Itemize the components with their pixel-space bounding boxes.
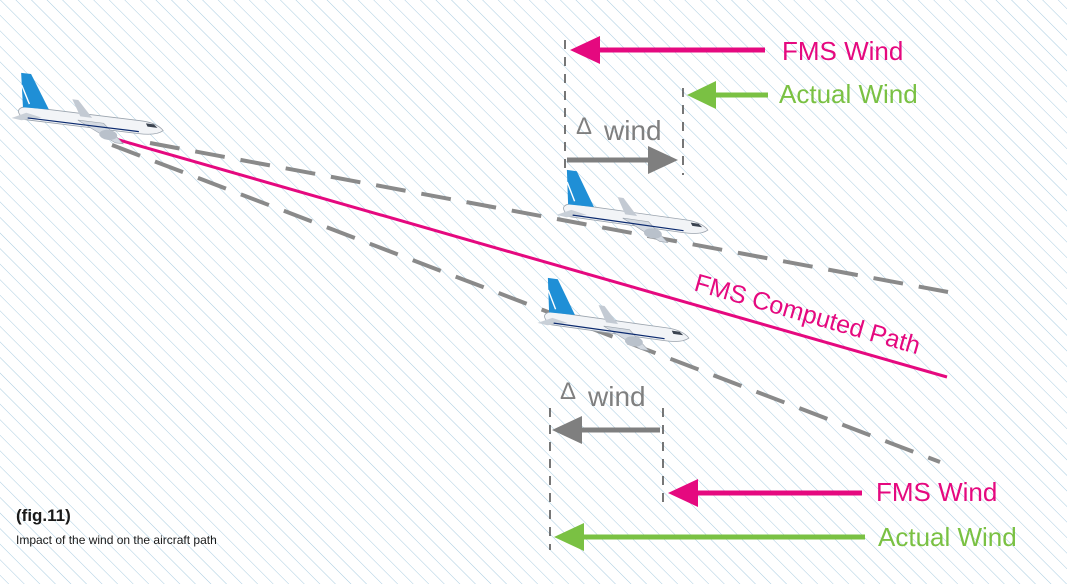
delta-symbol-bottom: Δ bbox=[560, 378, 576, 405]
fms-computed-path-line bbox=[104, 134, 948, 379]
actual-wind-top-arrow-head bbox=[687, 81, 716, 109]
fms-wind-top-arrow-head bbox=[570, 36, 600, 64]
fms-wind-bottom-label: FMS Wind bbox=[876, 477, 997, 507]
fms-wind-bottom-arrow-head bbox=[668, 479, 698, 507]
figure-number: (fig.11) bbox=[16, 506, 71, 525]
figure-caption: (fig.11) Impact of the wind on the aircr… bbox=[16, 506, 217, 548]
lower-drift-path bbox=[111, 143, 941, 464]
actual-wind-bottom-arrow-head bbox=[554, 523, 584, 551]
delta-wind-bottom-arrow-head bbox=[552, 416, 582, 444]
actual-wind-top-label: Actual Wind bbox=[779, 79, 918, 109]
delta-wind-top-label: wind bbox=[603, 115, 662, 146]
actual-wind-bottom-label: Actual Wind bbox=[878, 522, 1017, 552]
figure-description: Impact of the wind on the aircraft path bbox=[16, 533, 217, 547]
delta-wind-bottom-label: wind bbox=[587, 381, 646, 412]
delta-symbol-top: Δ bbox=[576, 113, 592, 140]
fms-wind-top-label: FMS Wind bbox=[782, 36, 903, 66]
delta-wind-top-arrow-head bbox=[648, 146, 678, 174]
